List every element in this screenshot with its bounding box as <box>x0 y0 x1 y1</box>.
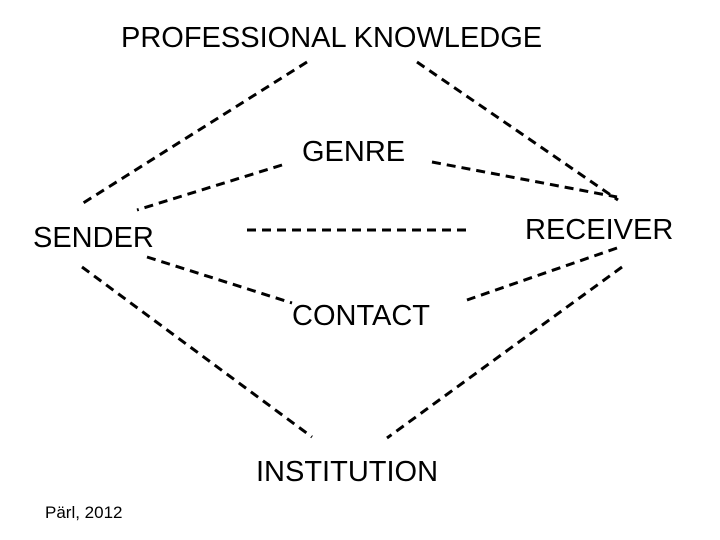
node-sender: SENDER <box>33 222 154 254</box>
line-genre-to-sender <box>136 163 283 212</box>
line-sender-to-institution <box>81 265 313 439</box>
node-genre: GENRE <box>302 136 406 168</box>
line-sender-to-contact <box>146 255 293 305</box>
node-institution: INSTITUTION <box>256 456 439 488</box>
node-receiver: RECEIVER <box>525 214 674 246</box>
line-professional-knowledge-to-receiver <box>416 60 619 202</box>
line-professional-knowledge-to-sender <box>79 60 308 207</box>
line-receiver-to-contact <box>466 246 618 302</box>
node-professional-knowledge: PROFESSIONAL KNOWLEDGE <box>121 22 543 54</box>
node-contact: CONTACT <box>292 300 431 332</box>
citation-credit: Pärl, 2012 <box>45 503 123 522</box>
line-genre-to-receiver <box>431 160 618 199</box>
line-receiver-to-institution <box>386 265 623 440</box>
